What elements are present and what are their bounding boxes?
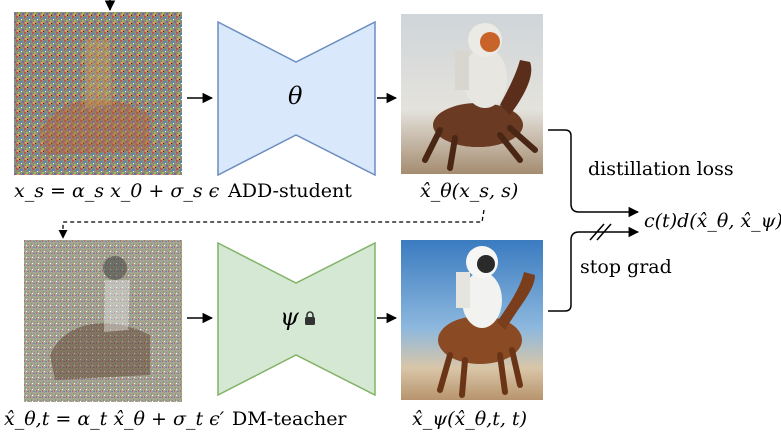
distillation-loss-label: distillation loss (588, 158, 734, 180)
distillation-arrow (548, 129, 640, 218)
teacher-noisy-input-label: x̂_θ,t = α_t x̂_θ + σ_t ϵ′ (4, 408, 225, 430)
teacher-network-symbol: ψ (280, 303, 299, 331)
teacher-network-label: DM-teacher (232, 408, 347, 430)
student-network-shape (217, 20, 376, 177)
student-output-image (401, 14, 543, 174)
renoise-dashed-arrow (58, 209, 485, 239)
student-noisy-input-label: x_s = α_s x_0 + σ_s ϵ (14, 180, 220, 202)
noisy-teacher-input-image (24, 240, 182, 402)
teacher-network-shape (217, 241, 376, 397)
student-network-label: ADD-student (228, 180, 352, 202)
noisy-student-input-image (14, 12, 182, 175)
stop-grad-mark-1 (589, 223, 605, 241)
stop-grad-label: stop grad (580, 256, 672, 278)
lock-icon (304, 310, 316, 325)
student-network-symbol: θ (288, 82, 303, 110)
student-output-label: x̂_θ(x_s, s) (420, 180, 519, 202)
teacher-output-label: x̂_ψ(x̂_θ,t, t) (412, 408, 527, 430)
stop-grad-mark-2 (596, 223, 612, 241)
stop-grad-arrow (548, 226, 640, 312)
teacher-output-image (401, 240, 543, 400)
loss-formula: c(t)d(x̂_θ, x̂_ψ) (644, 210, 781, 232)
